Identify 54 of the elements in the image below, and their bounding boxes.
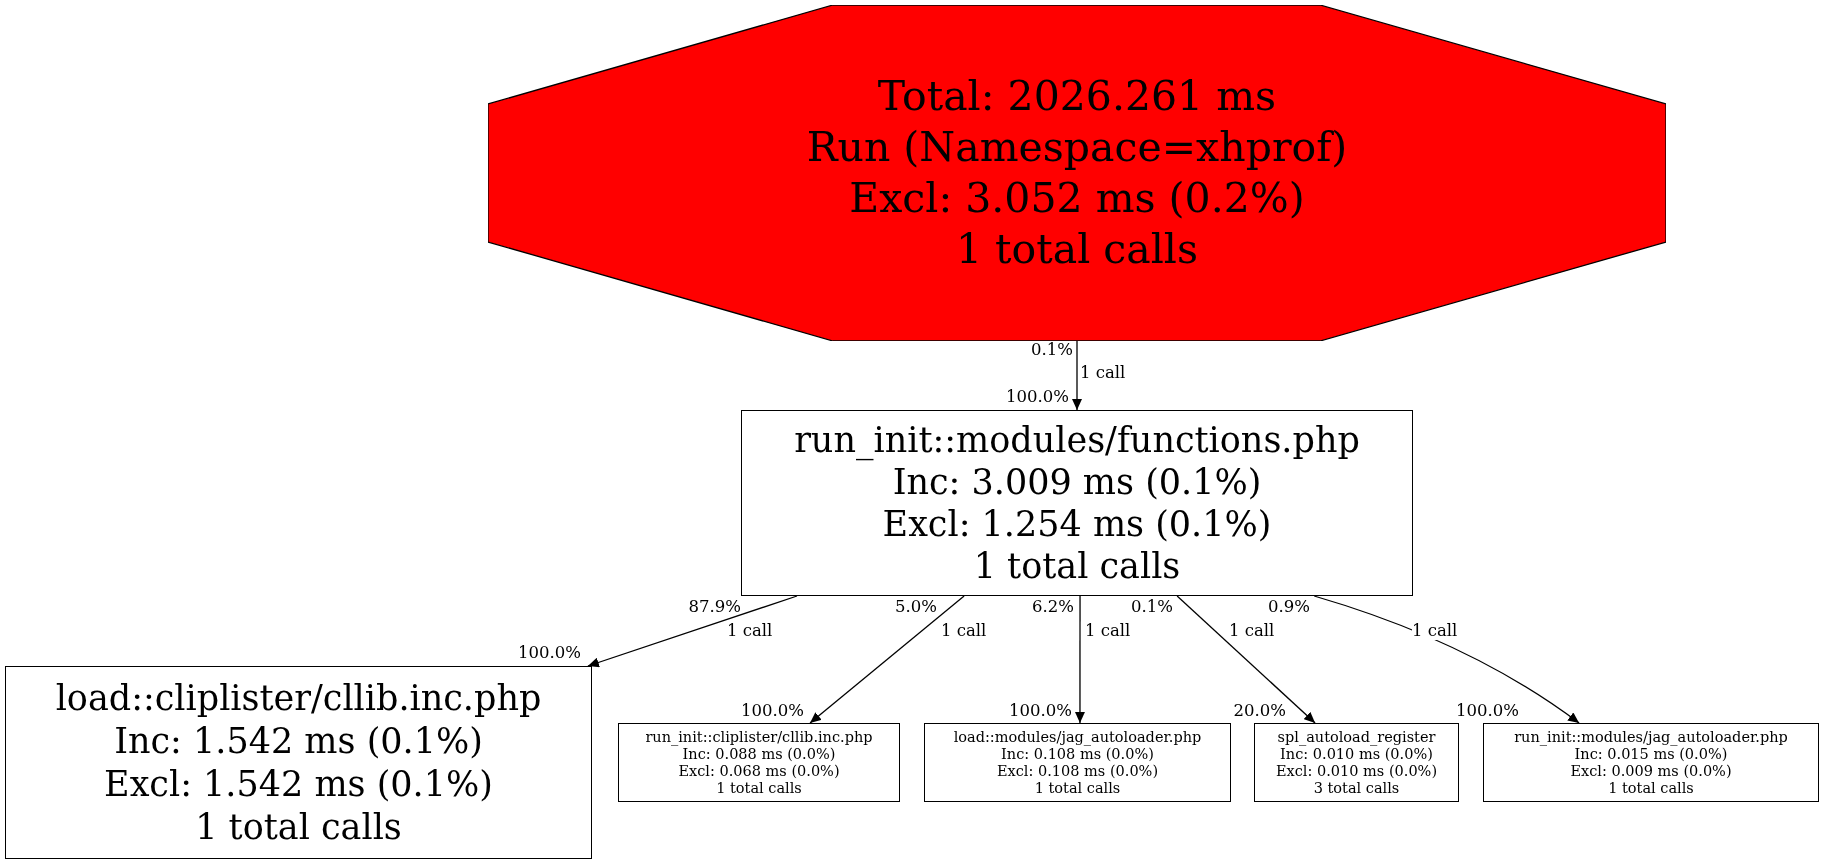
node-title: spl_autoload_register	[1277, 728, 1436, 746]
call-arrow	[1176, 595, 1316, 724]
function-box	[741, 410, 1413, 596]
node-stat: 1 total calls	[973, 545, 1181, 587]
node-stat: Excl: 0.010 ms (0.0%)	[1275, 762, 1438, 780]
node-stat: Excl: 0.009 ms (0.0%)	[1570, 762, 1732, 780]
node-stat: Inc: 0.088 ms (0.0%)	[682, 745, 836, 763]
percent-label: 100.0%	[1009, 702, 1072, 720]
node-stat: Excl: 1.254 ms (0.1%)	[882, 503, 1272, 545]
call-arrow	[1072, 340, 1082, 411]
octagon-node	[488, 5, 1666, 341]
node-stat: Run (Namespace=xhprof)	[806, 122, 1348, 173]
node-stat: Excl: 0.108 ms (0.0%)	[996, 762, 1159, 780]
node-stat: 1 total calls	[1034, 779, 1121, 797]
call-arrow	[1313, 595, 1580, 724]
call-arrow	[587, 595, 798, 668]
percent-label: 100.0%	[518, 644, 581, 662]
function-box	[1483, 723, 1819, 802]
node-stat: Excl: 1.542 ms (0.1%)	[104, 762, 493, 806]
node-title: run_init::cliplister/cllib.inc.php	[645, 728, 873, 746]
percent-label: 5.0%	[895, 598, 937, 616]
node-stat: 1 total calls	[1608, 779, 1694, 797]
node-title: run_init::modules/jag_autoloader.php	[1514, 728, 1788, 746]
node-stat: Excl: 0.068 ms (0.0%)	[678, 762, 840, 780]
function-box	[5, 666, 592, 859]
call-arrow	[1074, 595, 1085, 724]
percent-label: 0.9%	[1268, 598, 1310, 616]
function-box	[924, 723, 1231, 802]
percent-label: 100.0%	[1456, 702, 1519, 720]
node-stat: 1 total calls	[716, 779, 802, 797]
node-title: run_init::modules/functions.php	[794, 419, 1360, 461]
node-stat: 1 total calls	[956, 224, 1198, 275]
node-stat: 1 total calls	[195, 805, 402, 849]
function-box	[618, 723, 900, 802]
node-stat: Inc: 0.010 ms (0.0%)	[1280, 745, 1433, 763]
node-title: load::modules/jag_autoloader.php	[953, 728, 1202, 746]
percent-label: 20.0%	[1233, 702, 1286, 720]
node-stat: Inc: 0.108 ms (0.0%)	[1001, 745, 1154, 763]
edge-label: 1 call	[1412, 622, 1458, 640]
node-stat: Excl: 3.052 ms (0.2%)	[849, 173, 1305, 224]
percent-label: 100.0%	[1006, 388, 1069, 406]
node-stat: Inc: 3.009 ms (0.1%)	[892, 461, 1262, 503]
node-title: load::cliplister/cllib.inc.php	[55, 676, 542, 720]
percent-label: 0.1%	[1131, 598, 1173, 616]
percent-label: 6.2%	[1032, 598, 1074, 616]
percent-label: 100.0%	[741, 702, 804, 720]
node-stat: Inc: 1.542 ms (0.1%)	[114, 719, 483, 763]
node-stat: Inc: 0.015 ms (0.0%)	[1574, 745, 1728, 763]
function-box	[1254, 723, 1459, 802]
call-arrow	[809, 595, 965, 724]
percent-label: 87.9%	[688, 598, 741, 616]
percent-label: 0.1%	[1031, 341, 1073, 359]
node-stat: 3 total calls	[1313, 779, 1400, 797]
node-title: Total: 2026.261 ms	[877, 71, 1277, 122]
